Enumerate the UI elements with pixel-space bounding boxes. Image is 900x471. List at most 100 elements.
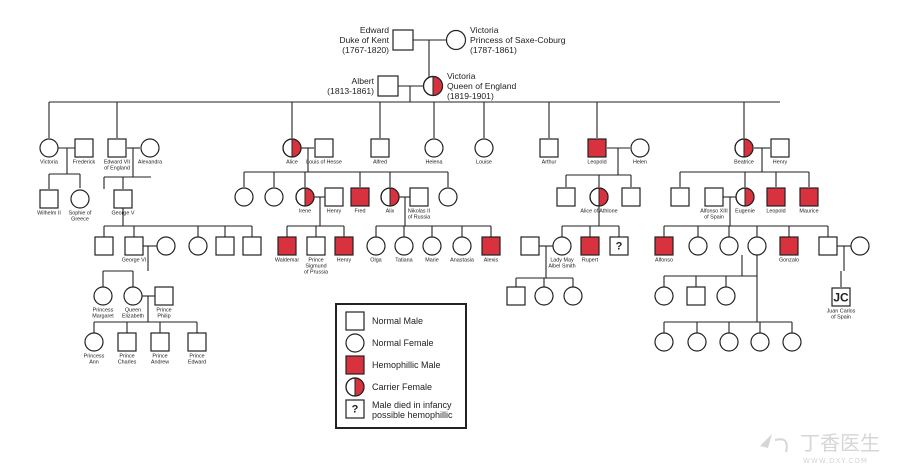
person-henry-ir	[334, 236, 354, 256]
person-alice-g3	[438, 187, 458, 207]
person-ath-unknown: ?	[609, 236, 629, 256]
person-lady-may	[552, 236, 572, 256]
svg-text:Victoria: Victoria	[40, 160, 58, 166]
svg-text:Alix: Alix	[386, 209, 395, 215]
svg-text:Nikolas II: Nikolas II	[408, 209, 430, 215]
svg-text:Louise: Louise	[476, 160, 492, 166]
person-elizabeth	[123, 286, 143, 306]
svg-text:Prince: Prince	[152, 354, 167, 360]
svg-text:Princess: Princess	[84, 354, 105, 360]
person-sophie	[70, 189, 90, 209]
label-eugenie: Eugenie	[735, 209, 755, 215]
svg-text:Anastasia: Anastasia	[450, 258, 474, 264]
svg-text:Prince: Prince	[119, 354, 134, 360]
label-henry-i: Henry	[327, 209, 342, 215]
person-may-c3	[563, 286, 583, 306]
legend-item-3: Hemophillic Male	[345, 355, 441, 375]
svg-text:Albert: Albert	[352, 76, 375, 86]
person-waldemar	[277, 236, 297, 256]
label-frederick: Frederick	[73, 160, 96, 166]
svg-text:Waldemar: Waldemar	[275, 258, 300, 264]
svg-text:George V: George V	[111, 211, 134, 217]
person-eug-c2	[688, 236, 708, 256]
person-victoria-d	[39, 138, 59, 158]
person-albert	[377, 75, 399, 97]
person-marie	[422, 236, 442, 256]
pedigree-nodes: ?JC	[39, 29, 870, 352]
label-alexandra: Alexandra	[138, 160, 162, 166]
svg-text:Leopold: Leopold	[766, 209, 785, 215]
svg-text:WWW.DXY.COM: WWW.DXY.COM	[803, 457, 868, 465]
svg-text:Eugenie: Eugenie	[735, 209, 755, 215]
svg-text:Male died in infancy: Male died in infancy	[372, 400, 452, 410]
label-olga: Olga	[370, 258, 381, 264]
svg-text:possible hemophillic: possible hemophillic	[372, 410, 453, 420]
svg-text:George VI: George VI	[122, 258, 147, 264]
person-wilhelm	[39, 189, 59, 209]
svg-text:Olga: Olga	[370, 258, 381, 264]
person-louis	[314, 138, 334, 158]
svg-text:Elizabeth: Elizabeth	[122, 314, 144, 320]
person-leopold	[587, 138, 607, 158]
svg-text:Arthur: Arthur	[542, 160, 557, 166]
label-henry-ir: Henry	[337, 258, 352, 264]
svg-text:Marie: Marie	[425, 258, 438, 264]
person-frederick	[74, 138, 94, 158]
svg-text:Fred: Fred	[354, 209, 365, 215]
person-alice-g1	[234, 187, 254, 207]
label-alfred: Alfred	[373, 160, 387, 166]
person-philip	[154, 286, 174, 306]
svg-text:Edward VII: Edward VII	[104, 160, 130, 166]
label-irene: Irene	[299, 209, 311, 215]
label-marie: Marie	[425, 258, 438, 264]
person-gg-5	[782, 332, 802, 352]
person-g5-c4	[242, 236, 262, 256]
label-helen: Helen	[633, 160, 647, 166]
label-anastasia: Anastasia	[450, 258, 474, 264]
label-alfonso: Alfonso	[655, 258, 673, 264]
svg-text:Prince: Prince	[156, 308, 171, 314]
label-alice: Alice	[286, 160, 298, 166]
person-bea-c1	[670, 187, 690, 207]
svg-text:(1813-1861): (1813-1861)	[327, 86, 374, 96]
person-sigmund	[306, 236, 326, 256]
svg-text:Helen: Helen	[633, 160, 647, 166]
person-maurice	[799, 187, 819, 207]
person-gg-4	[750, 332, 770, 352]
label-leopold-b: Leopold	[766, 209, 785, 215]
svg-text:Philip: Philip	[157, 314, 170, 320]
svg-text:Prince: Prince	[189, 354, 204, 360]
svg-text:of England: of England	[104, 166, 130, 172]
person-gonzalo	[779, 236, 799, 256]
person-ath-c1	[520, 236, 540, 256]
person-george5	[113, 189, 133, 209]
svg-text:Alice: Alice	[286, 160, 298, 166]
legend-symbol-2	[345, 333, 365, 353]
person-helen	[630, 138, 650, 158]
label-rupert: Rupert	[582, 258, 599, 264]
svg-text:Queen: Queen	[125, 308, 141, 314]
person-edward	[392, 29, 414, 51]
person-alice-g2	[264, 187, 284, 207]
person-gg-1	[654, 332, 674, 352]
svg-text:Henry: Henry	[773, 160, 788, 166]
person-g5-c3	[215, 236, 235, 256]
svg-text:Beatrice: Beatrice	[734, 160, 754, 166]
label-wilhelm: Wilhelm II	[37, 211, 61, 217]
person-anastasia	[452, 236, 472, 256]
svg-text:Juan Carlos: Juan Carlos	[827, 309, 856, 315]
svg-text:Albel Smith: Albel Smith	[548, 264, 575, 270]
label-louis: Louis of Hesse	[306, 160, 342, 166]
person-fred	[350, 187, 370, 207]
label-louise: Louise	[476, 160, 492, 166]
person-eug-c6	[818, 236, 838, 256]
person-leopold-b	[766, 187, 786, 207]
